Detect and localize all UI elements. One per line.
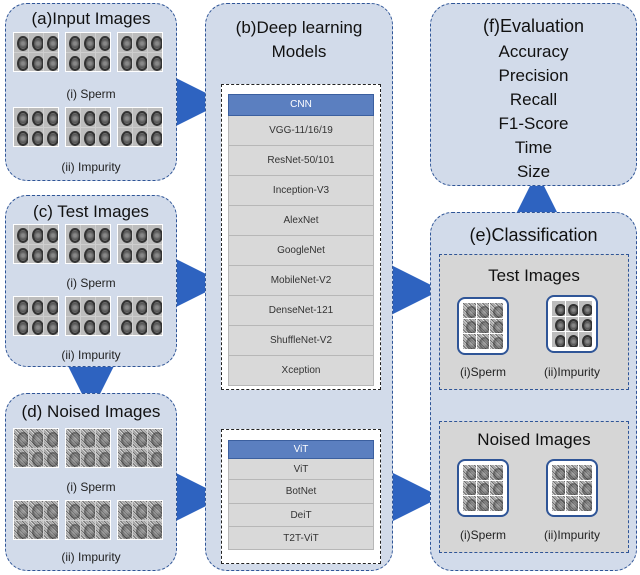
test-images-panel: (c) Test Images (i) Sperm (ii) Impurity bbox=[5, 195, 177, 367]
impurity-result-label: (ii)Impurity bbox=[544, 528, 600, 542]
row-label: (i) Sperm bbox=[66, 480, 116, 494]
image-tile bbox=[117, 500, 163, 540]
noised-images-panel: (d) Noised Images (i) Sperm (ii) Impurit… bbox=[5, 393, 177, 571]
group-title: Test Images bbox=[488, 266, 580, 285]
impurity-tiles bbox=[13, 296, 163, 336]
group-title: Noised Images bbox=[477, 430, 591, 449]
list-item: AlexNet bbox=[228, 206, 374, 236]
image-tile bbox=[117, 32, 163, 72]
image-tile bbox=[117, 107, 163, 147]
row-label: (ii) Impurity bbox=[61, 348, 121, 362]
panel-title-line1: (b)Deep learning bbox=[235, 18, 363, 37]
classification-panel: (e)Classification Test Images (i)Sperm (… bbox=[430, 212, 637, 571]
sperm-tiles bbox=[13, 428, 163, 468]
image-tile bbox=[13, 107, 59, 147]
impurity-result-label: (ii)Impurity bbox=[544, 365, 600, 379]
image-tile bbox=[117, 296, 163, 336]
row-label: (ii) Impurity bbox=[61, 160, 121, 174]
metric-item: Time bbox=[514, 138, 553, 157]
vit-header: ViT bbox=[228, 440, 374, 459]
test-images-group: Test Images (i)Sperm (ii)Impurity bbox=[439, 254, 629, 390]
panel-title: (c) Test Images bbox=[33, 202, 149, 221]
sperm-result-label: (i)Sperm bbox=[459, 365, 506, 379]
row-label: (i) Sperm bbox=[66, 276, 116, 290]
list-item: Xception bbox=[228, 356, 374, 386]
metric-item: Precision bbox=[498, 66, 569, 85]
cnn-header: CNN bbox=[228, 94, 374, 116]
sperm-tiles bbox=[13, 32, 163, 72]
sperm-tiles bbox=[13, 224, 163, 264]
list-item: ViT bbox=[228, 459, 374, 480]
noised-images-group: Noised Images (i)Sperm (ii)Impurity bbox=[439, 421, 629, 553]
list-item: DenseNet-121 bbox=[228, 296, 374, 326]
list-item: ShuffleNet-V2 bbox=[228, 326, 374, 356]
list-item: GoogleNet bbox=[228, 236, 374, 266]
input-images-panel: (a)Input Images (i) Sperm (ii) Impurity bbox=[5, 3, 177, 181]
panel-title: (f)Evaluation bbox=[482, 16, 585, 36]
sperm-result-tile bbox=[457, 297, 509, 355]
image-tile bbox=[117, 428, 163, 468]
panel-title: (d) Noised Images bbox=[21, 402, 161, 421]
impurity-result-tile bbox=[546, 459, 598, 517]
image-tile bbox=[13, 224, 59, 264]
cnn-model-box: CNN VGG-11/16/19 ResNet-50/101 Inception… bbox=[221, 84, 381, 390]
evaluation-panel: (f)Evaluation Accuracy Precision Recall … bbox=[430, 3, 637, 186]
row-label: (i) Sperm bbox=[66, 87, 116, 101]
list-item: Inception-V3 bbox=[228, 176, 374, 206]
metric-item: Size bbox=[516, 162, 551, 181]
list-item: ResNet-50/101 bbox=[228, 146, 374, 176]
sperm-result-label: (i)Sperm bbox=[459, 528, 506, 542]
image-tile bbox=[13, 32, 59, 72]
image-tile bbox=[65, 500, 111, 540]
list-item: BotNet bbox=[228, 480, 374, 504]
image-tile bbox=[13, 428, 59, 468]
metric-item: F1-Score bbox=[498, 114, 569, 133]
sperm-result-tile bbox=[457, 459, 509, 517]
panel-title: (e)Classification bbox=[469, 225, 598, 245]
image-tile bbox=[65, 428, 111, 468]
cnn-model-list: CNN VGG-11/16/19 ResNet-50/101 Inception… bbox=[228, 94, 374, 386]
image-tile bbox=[65, 32, 111, 72]
panel-title-line2: Models bbox=[271, 42, 327, 61]
list-item: DeiT bbox=[228, 504, 374, 527]
vit-model-list: ViT ViT BotNet DeiT T2T-ViT bbox=[228, 440, 374, 550]
list-item: T2T-ViT bbox=[228, 527, 374, 550]
image-tile bbox=[65, 296, 111, 336]
vit-model-box: ViT ViT BotNet DeiT T2T-ViT bbox=[221, 429, 381, 564]
image-tile bbox=[13, 296, 59, 336]
list-item: VGG-11/16/19 bbox=[228, 116, 374, 146]
metric-item: Recall bbox=[509, 90, 558, 109]
image-tile bbox=[117, 224, 163, 264]
models-panel: (b)Deep learning Models CNN VGG-11/16/19… bbox=[205, 3, 393, 571]
panel-title: (a)Input Images bbox=[31, 9, 151, 28]
impurity-result-tile bbox=[546, 295, 598, 353]
impurity-tiles bbox=[13, 500, 163, 540]
impurity-tiles bbox=[13, 107, 163, 147]
row-label: (ii) Impurity bbox=[61, 550, 121, 564]
metric-item: Accuracy bbox=[498, 42, 569, 61]
image-tile bbox=[65, 224, 111, 264]
image-tile bbox=[13, 500, 59, 540]
list-item: MobileNet-V2 bbox=[228, 266, 374, 296]
image-tile bbox=[65, 107, 111, 147]
